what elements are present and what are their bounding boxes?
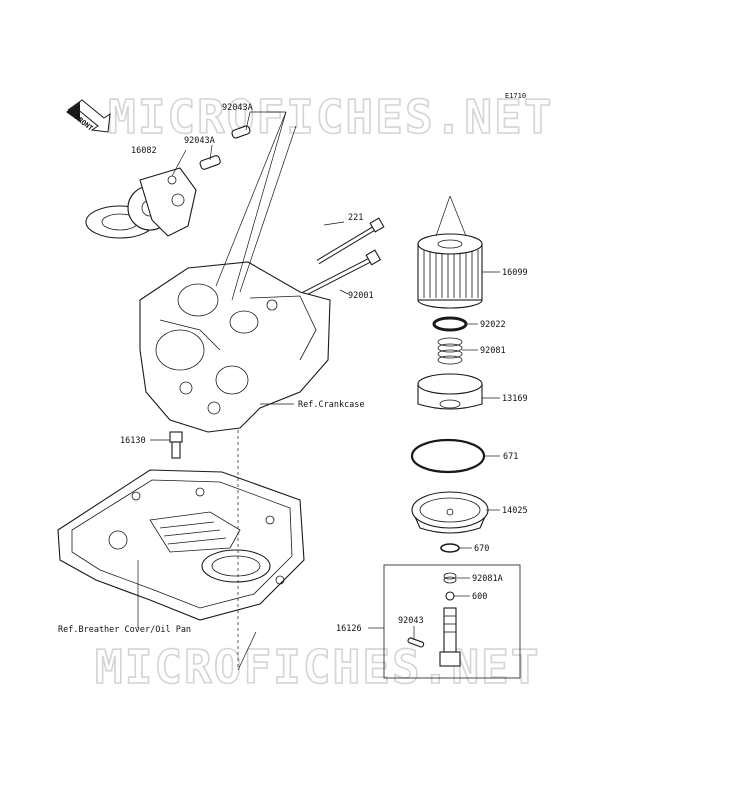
watermark-top: MICROFICHES.NET (108, 90, 553, 144)
cover-14025 (411, 491, 489, 534)
label-92001: 92001 (348, 291, 374, 301)
pin-92043a-top (231, 125, 251, 139)
relief-valve-box (383, 564, 521, 679)
bolt-221 (316, 217, 385, 265)
label-92043: 92043 (398, 616, 424, 626)
label-breather: Ref.Breather Cover/Oil Pan (58, 625, 191, 635)
washer-92022 (432, 316, 468, 332)
bolt-92001 (298, 249, 382, 299)
label-670: 670 (474, 544, 489, 554)
pin-92043a-mid (199, 155, 221, 170)
spring-92081a (443, 572, 457, 584)
watermark-bottom: MICROFICHES.NET (95, 640, 540, 694)
label-16099: 16099 (502, 268, 528, 278)
o-ring-671 (410, 438, 486, 474)
valve-16126 (439, 607, 461, 667)
leader-lines (137, 111, 500, 671)
label-92043a-mid: 92043A (184, 136, 215, 146)
label-92081: 92081 (480, 346, 506, 356)
label-16082: 16082 (131, 146, 157, 156)
oil-filter-16099 (417, 233, 483, 309)
oil-pump-16082 (85, 167, 197, 239)
ball-600 (445, 591, 455, 601)
label-92022: 92022 (480, 320, 506, 330)
crankcase (139, 261, 331, 433)
label-92081a: 92081A (472, 574, 503, 584)
diagram-code: E1710 (505, 92, 526, 100)
label-600: 600 (472, 592, 487, 602)
label-221: 221 (348, 213, 363, 223)
label-16130: 16130 (120, 436, 146, 446)
spring-92081 (437, 337, 463, 365)
label-14025: 14025 (502, 506, 528, 516)
label-671: 671 (503, 452, 518, 462)
cover-13169 (417, 373, 483, 410)
label-92043a-top: 92043A (222, 103, 253, 113)
label-crankcase: Ref.Crankcase (298, 400, 365, 410)
oil-pan (57, 469, 305, 621)
front-arrow: FRONT (66, 99, 111, 133)
label-16126: 16126 (336, 624, 362, 634)
o-ring-670 (440, 543, 460, 553)
pin-92043 (407, 637, 425, 648)
label-13169: 13169 (502, 394, 528, 404)
fitting-16130 (169, 431, 183, 459)
